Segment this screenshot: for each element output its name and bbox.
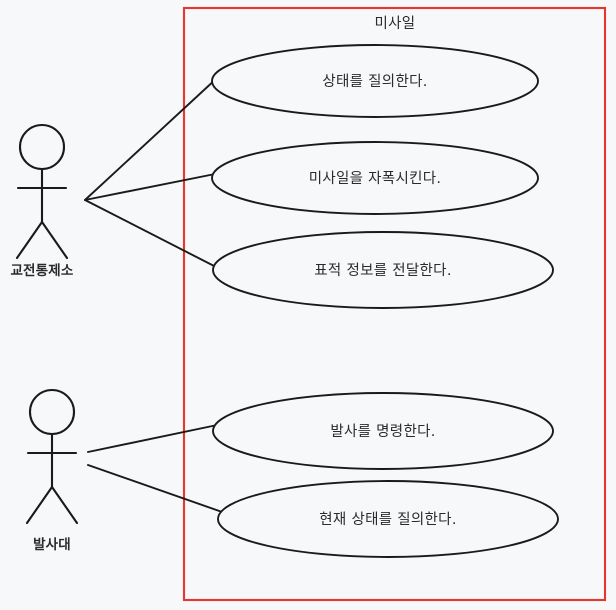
use-case-oval[interactable]: 미사일을 자폭시킨다. <box>211 141 539 215</box>
use-case-ellipse-shape <box>212 231 554 309</box>
actor-head-icon <box>18 123 66 171</box>
association-line <box>84 199 219 269</box>
system-boundary-title: 미사일 <box>375 15 416 32</box>
use-case-oval[interactable]: 표적 정보를 전달한다. <box>212 231 554 309</box>
actor-left-leg-icon <box>25 485 54 525</box>
actor-figure[interactable]: 발사대 <box>25 388 79 553</box>
association-line <box>87 423 223 453</box>
use-case-label: 상태를 질의한다. <box>322 73 427 90</box>
actor-figure[interactable]: 교전통제소 <box>10 123 74 279</box>
actor-head-icon <box>28 388 76 436</box>
use-case-label: 표적 정보를 전달한다. <box>314 262 452 279</box>
use-case-oval[interactable]: 현재 상태를 질의한다. <box>217 480 559 558</box>
actor-label: 교전통제소 <box>10 262 73 279</box>
actor-label: 발사대 <box>33 536 71 553</box>
association-lines-group <box>84 77 226 514</box>
system-boundary-box <box>182 6 607 602</box>
use-case-ellipse-shape <box>211 44 539 118</box>
use-case-oval[interactable]: 발사를 명령한다. <box>212 392 554 470</box>
association-line <box>84 173 216 201</box>
use-case-label: 미사일을 자폭시킨다. <box>309 170 442 187</box>
use-case-label: 발사를 명령한다. <box>330 423 435 440</box>
association-line <box>84 77 218 201</box>
actor-right-leg-icon <box>40 220 69 260</box>
actor-right-leg-icon <box>50 485 79 525</box>
use-case-ellipse-shape <box>212 392 554 470</box>
association-line <box>87 464 226 514</box>
actor-left-leg-icon <box>15 220 44 260</box>
use-case-label: 현재 상태를 질의한다. <box>319 511 457 528</box>
use-case-ellipse-shape <box>211 141 539 215</box>
use-case-group: 상태를 질의한다. 미사일을 자폭시킨다. 표적 정보를 전달한다. 발사를 명령한다… <box>211 44 559 558</box>
use-case-oval[interactable]: 상태를 질의한다. <box>211 44 539 118</box>
use-case-ellipse-shape <box>217 480 559 558</box>
